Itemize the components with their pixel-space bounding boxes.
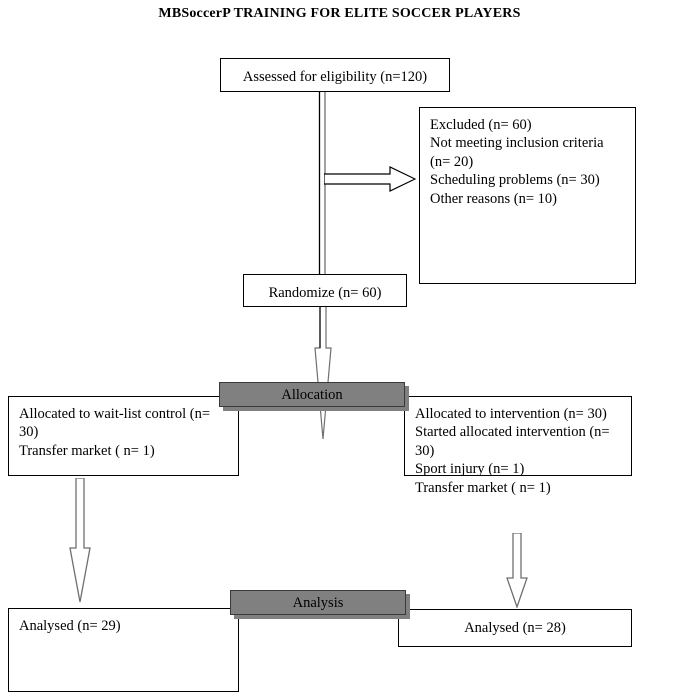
control-to-analysis-arrow	[68, 478, 94, 603]
allocated-control-lines: Allocated to wait-list control (n= 30) T…	[9, 397, 238, 460]
randomize-box-text: Randomize (n= 60)	[268, 285, 382, 301]
excluded-line: Excluded (n= 60)	[430, 117, 532, 133]
allocated-intervention-lines: Allocated to intervention (n= 30) Starte…	[405, 397, 631, 497]
allocation-banner: Allocation	[219, 382, 405, 407]
analysis-banner: Analysis	[230, 590, 406, 615]
allocated-intervention-line: Sport injury (n= 1)	[415, 461, 525, 478]
analysis-banner-label: Analysis	[292, 595, 344, 611]
allocated-control-line: Allocated to wait-list control (n= 30)	[19, 406, 210, 441]
allocated-intervention-box: Allocated to intervention (n= 30) Starte…	[404, 396, 632, 496]
excluded-line: Not meeting inclusion criteria (n= 20)	[430, 135, 604, 170]
analysed-intervention-box: Analysed (n= 28)	[398, 609, 632, 647]
excluded-box-lines: Excluded (n= 60) Not meeting inclusion c…	[420, 108, 635, 208]
assessed-box: Assessed for eligibility (n=120)	[220, 58, 450, 92]
allocation-banner-label: Allocation	[281, 387, 343, 403]
assessed-to-randomize-connector	[318, 90, 328, 302]
excluded-line: Other reasons (n= 10)	[430, 190, 557, 207]
allocated-intervention-line: Transfer market ( n= 1)	[415, 479, 551, 496]
allocated-intervention-line: Started allocated intervention (n= 30)	[415, 424, 610, 459]
randomize-to-allocation-arrow	[310, 302, 336, 440]
randomize-box: Randomize (n= 60)	[243, 274, 407, 307]
excluded-box: Excluded (n= 60) Not meeting inclusion c…	[419, 107, 636, 284]
analysed-control-text: Analysed (n= 29)	[19, 618, 121, 634]
allocated-control-box: Allocated to wait-list control (n= 30) T…	[8, 396, 239, 476]
allocated-intervention-line: Allocated to intervention (n= 30)	[415, 406, 607, 422]
excluded-arrow	[324, 164, 416, 194]
analysed-intervention-text: Analysed (n= 28)	[464, 620, 566, 636]
allocated-control-line: Transfer market ( n= 1)	[19, 442, 155, 459]
page-title: MBSoccerP TRAINING FOR ELITE SOCCER PLAY…	[158, 6, 521, 21]
excluded-line: Scheduling problems (n= 30)	[430, 172, 600, 189]
intervention-to-analysis-arrow	[505, 533, 531, 608]
analysed-control-box: Analysed (n= 29)	[8, 608, 239, 692]
assessed-box-text: Assessed for eligibility (n=120)	[242, 69, 428, 85]
